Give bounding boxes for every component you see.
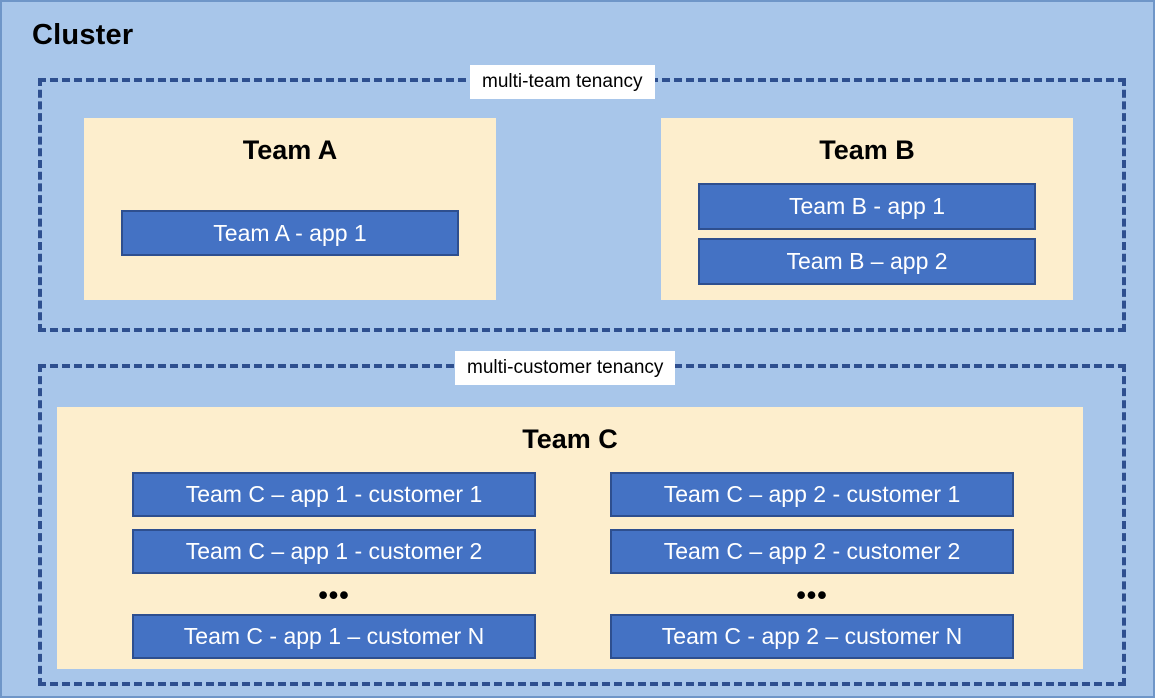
app-box-team-c-app-2-customer-n[interactable]: Team C - app 2 – customer N bbox=[610, 614, 1014, 659]
app-box-team-c-app-2-customer-2[interactable]: Team C – app 2 - customer 2 bbox=[610, 529, 1014, 574]
app-box-team-c-app-1-customer-1[interactable]: Team C – app 1 - customer 1 bbox=[132, 472, 536, 517]
ellipsis-team-c-app-1: ••• bbox=[318, 580, 350, 610]
tenancy-label-multi-team: multi-team tenancy bbox=[470, 65, 655, 99]
app-box-team-a-app-1[interactable]: Team A - app 1 bbox=[121, 210, 459, 256]
team-container-team-a: Team A Team A - app 1 bbox=[84, 118, 496, 300]
team-title-team-c: Team C bbox=[522, 424, 618, 454]
ellipsis-team-c-app-2: ••• bbox=[796, 580, 828, 610]
team-container-team-b: Team B Team B - app 1 Team B – app 2 bbox=[661, 118, 1073, 300]
team-container-team-c: Team C Team C – app 1 - customer 1 Team … bbox=[57, 407, 1083, 669]
tenancy-label-multi-customer: multi-customer tenancy bbox=[455, 351, 676, 385]
team-title-team-a: Team A bbox=[242, 135, 338, 165]
team-title-team-b: Team B bbox=[819, 135, 915, 165]
app-box-team-b-app-1[interactable]: Team B - app 1 bbox=[698, 183, 1036, 230]
app-box-team-c-app-2-customer-1[interactable]: Team C – app 2 - customer 1 bbox=[610, 472, 1014, 517]
cluster-title: Cluster bbox=[32, 19, 134, 51]
app-box-team-c-app-1-customer-n[interactable]: Team C - app 1 – customer N bbox=[132, 614, 536, 659]
app-box-team-c-app-1-customer-2[interactable]: Team C – app 1 - customer 2 bbox=[132, 529, 536, 574]
app-box-team-b-app-2[interactable]: Team B – app 2 bbox=[698, 238, 1036, 285]
